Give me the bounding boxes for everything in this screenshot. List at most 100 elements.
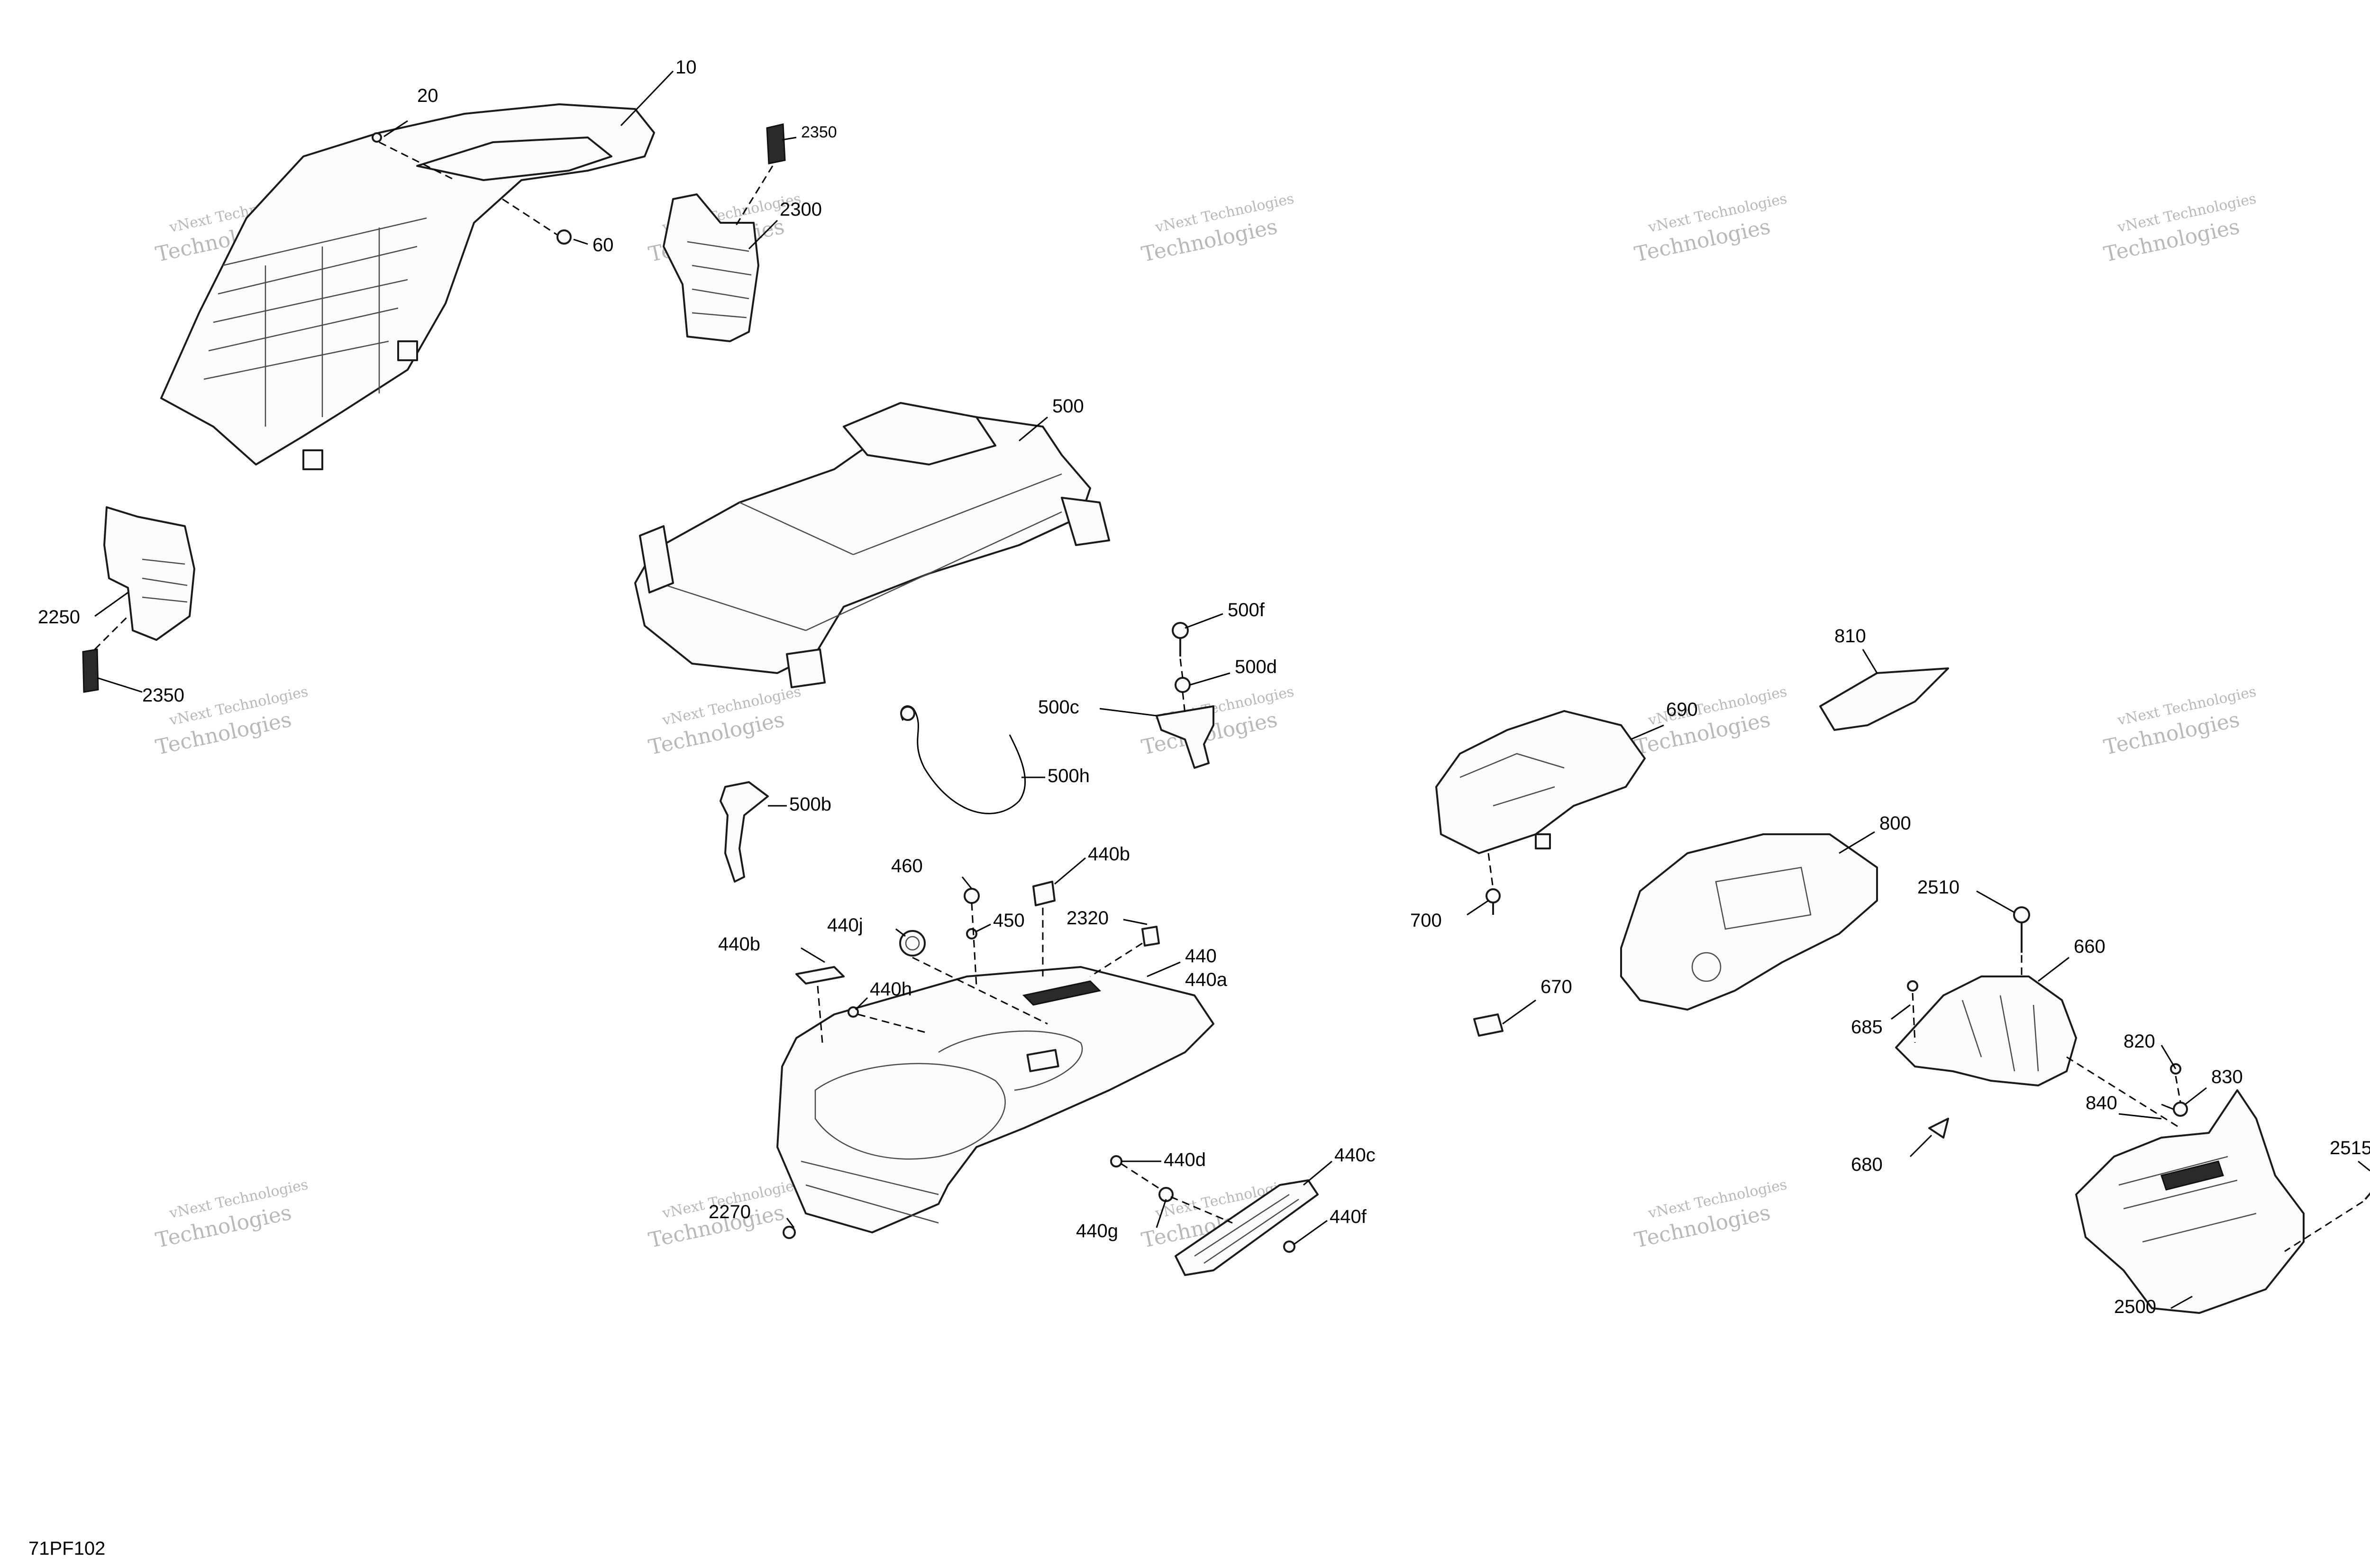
part-20-screw bbox=[372, 120, 408, 143]
callout-440f: 440f bbox=[1330, 1206, 1367, 1227]
callout-440c: 440c bbox=[1334, 1145, 1376, 1166]
callout-830: 830 bbox=[2211, 1067, 2243, 1087]
callout-500c: 500c bbox=[1038, 697, 1079, 718]
callout-810: 810 bbox=[1834, 626, 1866, 647]
leader-500f-500d bbox=[1179, 658, 1184, 678]
callout-440d: 440d bbox=[1164, 1149, 1206, 1170]
part-500b-latch bbox=[720, 781, 769, 883]
callout-60: 60 bbox=[592, 235, 614, 255]
leader-2320 bbox=[1090, 942, 1143, 977]
callout-440a: 440a bbox=[1185, 969, 1228, 990]
part-685-screw bbox=[1907, 980, 1918, 992]
callout-2510: 2510 bbox=[1917, 877, 1960, 898]
part-2510-screw bbox=[2013, 906, 2030, 953]
callout-2270: 2270 bbox=[709, 1202, 751, 1222]
watermark: vNext Technologies Technologies bbox=[1632, 191, 1788, 267]
part-690-console-frame bbox=[1435, 710, 1646, 854]
part-2270-screw bbox=[783, 1226, 796, 1239]
part-440b-cap-left bbox=[795, 966, 845, 985]
part-2300-side-deflector bbox=[663, 193, 759, 342]
part-2515-screw bbox=[2364, 1192, 2370, 1200]
leader-660-to-2500 bbox=[2066, 1056, 2181, 1129]
part-700-screw bbox=[1486, 888, 1501, 915]
part-10-front-fascia bbox=[160, 103, 655, 470]
leader-700 bbox=[1487, 853, 1494, 889]
callout-leaders bbox=[94, 70, 2370, 1309]
part-500d-washer bbox=[1175, 677, 1191, 693]
part-450-washer bbox=[966, 928, 977, 939]
part-440b-cap-top bbox=[1032, 881, 1056, 906]
leader-440j bbox=[912, 957, 1048, 1025]
callout-500b: 500b bbox=[789, 794, 831, 815]
part-2250-left-deflector bbox=[103, 506, 195, 641]
part-500f-screw bbox=[1172, 622, 1189, 656]
watermark: vNext Technologies Technologies bbox=[1632, 684, 1788, 760]
watermark: vNext Technologies Technologies bbox=[2102, 191, 2258, 267]
part-660-rear-support bbox=[1895, 975, 2077, 1086]
part-500h-tether bbox=[900, 705, 1026, 814]
callout-440j: 440j bbox=[827, 915, 863, 936]
part-830-bracket bbox=[2173, 1102, 2188, 1117]
leader-685 bbox=[1912, 993, 1916, 1043]
leader-2515 bbox=[2284, 1201, 2363, 1252]
leader-20 bbox=[379, 141, 456, 181]
callout-20: 20 bbox=[417, 85, 438, 106]
part-440j-grommet bbox=[899, 930, 926, 957]
document-id: 71PF102 bbox=[28, 1538, 105, 1559]
callout-2515: 2515 bbox=[2330, 1138, 2370, 1158]
callout-2250: 2250 bbox=[38, 607, 80, 628]
part-810-cover bbox=[1819, 667, 1949, 731]
callout-labels: 10 20 60 2350 2300 2250 2350 500 500f 50… bbox=[38, 57, 2370, 1317]
watermark: vNext Technologies Technologies bbox=[647, 684, 802, 760]
leader-60 bbox=[502, 198, 557, 236]
leader-500d-500c bbox=[1182, 692, 1186, 714]
callout-690: 690 bbox=[1666, 699, 1698, 720]
part-440g-washer bbox=[1158, 1187, 1174, 1202]
part-500-storage-lid bbox=[634, 402, 1110, 688]
part-2350-label-top bbox=[766, 123, 786, 164]
callout-685: 685 bbox=[1851, 1017, 1883, 1038]
part-440-storage-tub bbox=[776, 966, 1214, 1233]
watermark: vNext Technologies Technologies bbox=[1139, 191, 1295, 267]
part-460-fastener bbox=[964, 888, 980, 904]
part-440d-screw bbox=[1110, 1155, 1122, 1167]
callout-660: 660 bbox=[2074, 936, 2106, 957]
callout-500f: 500f bbox=[1228, 600, 1265, 620]
part-440f-nut bbox=[1283, 1240, 1295, 1253]
part-2320-screw bbox=[1141, 926, 1160, 947]
leader-440g bbox=[1170, 1196, 1233, 1224]
callout-440b-top: 440b bbox=[1088, 844, 1130, 865]
leader-460 bbox=[971, 903, 977, 986]
callout-700: 700 bbox=[1410, 910, 1442, 931]
callout-840: 840 bbox=[2086, 1093, 2117, 1113]
callout-440b-left: 440b bbox=[718, 934, 760, 955]
leader-2350-left bbox=[94, 615, 129, 650]
part-500c-hinge-bracket bbox=[1156, 705, 1214, 769]
part-670-connector bbox=[1473, 1013, 1504, 1037]
callout-2350-left: 2350 bbox=[142, 685, 184, 706]
part-440c-tray bbox=[1175, 1179, 1319, 1276]
callout-680: 680 bbox=[1851, 1154, 1883, 1175]
callout-450: 450 bbox=[993, 910, 1025, 931]
callout-440h: 440h bbox=[870, 979, 912, 1000]
leader-440d bbox=[1121, 1163, 1162, 1191]
part-60-clip bbox=[556, 229, 572, 245]
leader-820 bbox=[2175, 1076, 2181, 1103]
callout-820: 820 bbox=[2124, 1031, 2155, 1052]
part-680-cap bbox=[1928, 1118, 1949, 1139]
part-2350-label-left bbox=[82, 648, 99, 693]
part-800-instrument-cluster bbox=[1620, 833, 1878, 1011]
part-840-bolt bbox=[2118, 1113, 2162, 1120]
callout-2500: 2500 bbox=[2114, 1296, 2156, 1317]
callout-670: 670 bbox=[1540, 976, 1572, 997]
callout-2350-top: 2350 bbox=[801, 123, 837, 141]
callout-500: 500 bbox=[1052, 396, 1084, 417]
callout-440g: 440g bbox=[1076, 1221, 1118, 1241]
callout-2320: 2320 bbox=[1066, 908, 1109, 929]
callout-440: 440 bbox=[1185, 946, 1217, 966]
watermark: vNext Technologies Technologies bbox=[1632, 1176, 1788, 1253]
leader-440b-left bbox=[817, 985, 823, 1043]
callout-460: 460 bbox=[891, 856, 923, 876]
callout-10: 10 bbox=[675, 57, 697, 78]
